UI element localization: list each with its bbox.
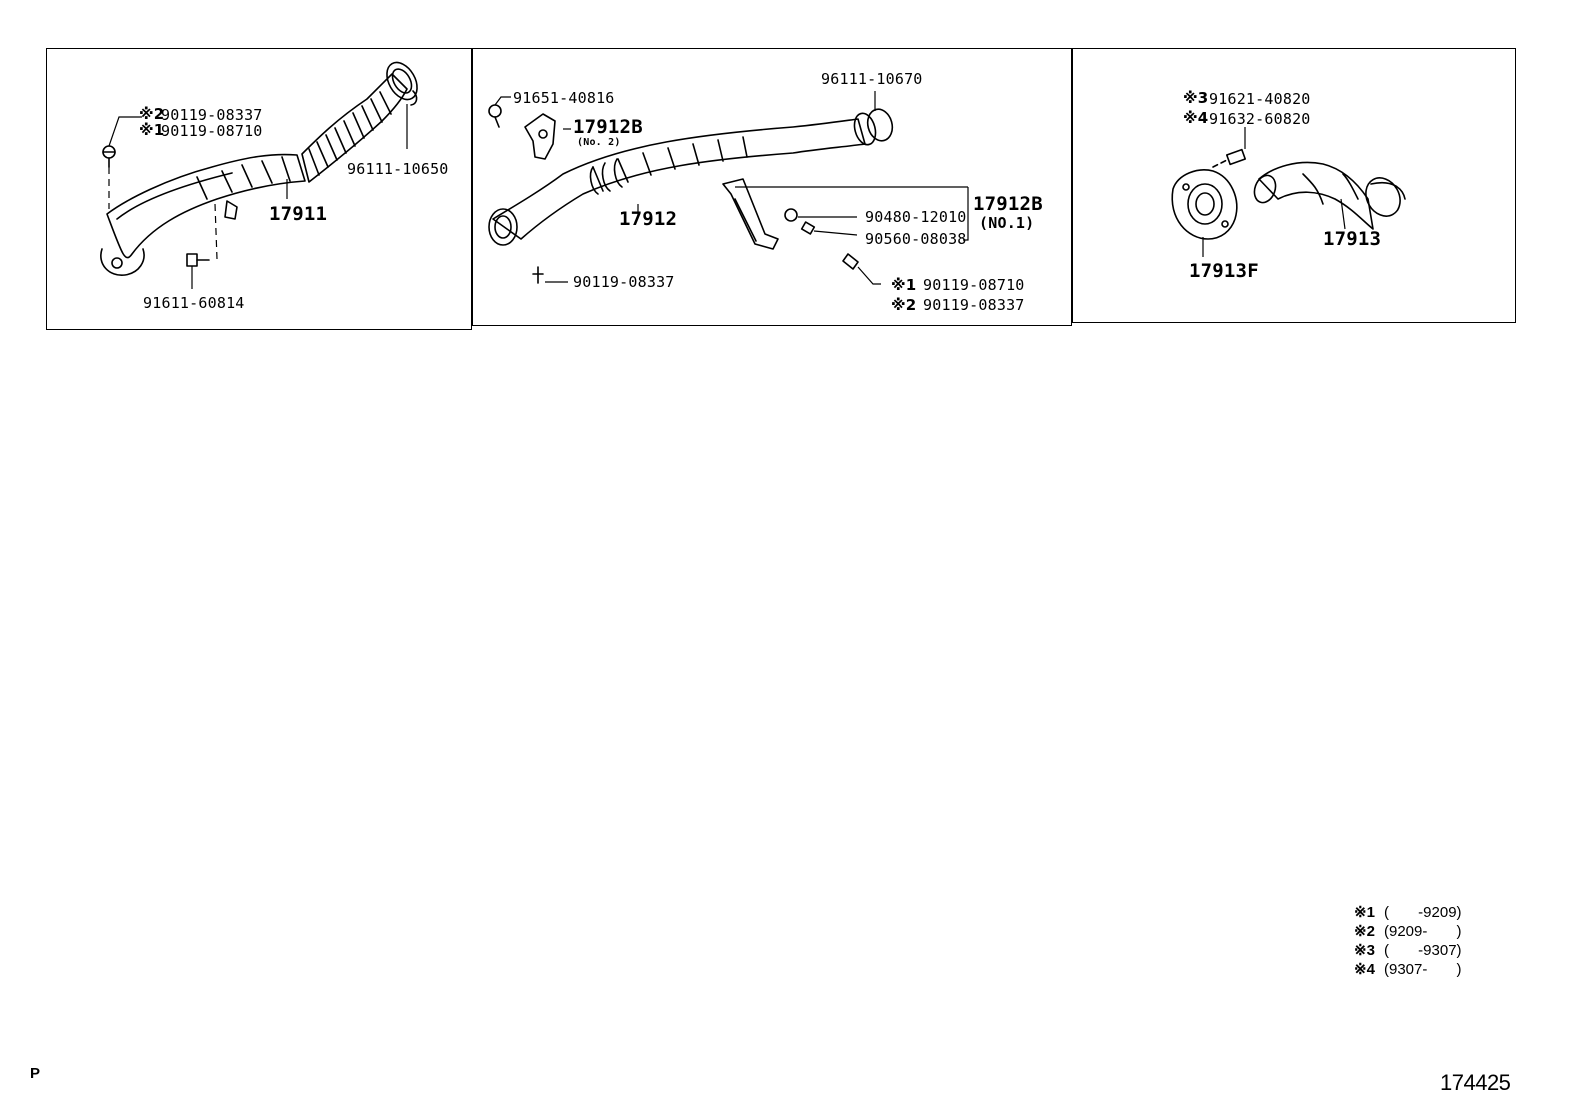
legend-marker: ※3 (1354, 942, 1375, 959)
part-number-label: 90119-08710 (161, 122, 263, 140)
part-number-label: 17911 (269, 203, 328, 225)
part-marker: ※1 (891, 276, 917, 294)
diagram-number: 174425 (1440, 1070, 1511, 1095)
legend-marker: ※4 (1354, 961, 1375, 978)
diagram-panel-right: ※3 91621-40820 ※4 91632-60820 17913 1791… (1072, 48, 1516, 323)
legend-date-range: ( -9209) (1384, 904, 1462, 921)
part-number-label: 17913 (1323, 228, 1382, 250)
part-number-label: 90119-08337 (573, 273, 675, 291)
part-marker: ※2 (891, 296, 917, 314)
part-number-label: 91621-40820 (1209, 90, 1311, 108)
part-number-label: 96111-10670 (821, 70, 923, 88)
part-number-label: 96111-10650 (347, 160, 449, 178)
part-number-label: 90119-08710 (923, 276, 1025, 294)
part-note-label: (NO.1) (979, 214, 1035, 232)
legend-row: ※4 (9307- ) (1354, 960, 1508, 979)
part-number-label: 90119-08337 (923, 296, 1025, 314)
legend-row: ※2 (9209- ) (1354, 922, 1508, 941)
part-marker: ※4 (1183, 109, 1209, 127)
part-number-label: 90560-08038 (865, 230, 967, 248)
part-number-label: 90119-08337 (161, 106, 263, 124)
legend-date-range: ( -9307) (1384, 942, 1462, 959)
part-number-label: 17913F (1189, 260, 1259, 282)
legend-row: ※1 ( -9209) (1354, 903, 1508, 922)
diagram-panel-center: 91651-40816 17912B (No. 2) 96111-10670 1… (472, 48, 1072, 326)
page-letter: P (30, 1065, 41, 1082)
part-number-label: 91651-40816 (513, 89, 615, 107)
legend-row: ※3 ( -9307) (1354, 941, 1508, 960)
legend-marker: ※1 (1354, 904, 1375, 921)
intake-elbow-drawing (1171, 127, 1406, 257)
part-number-label: 90480-12010 (865, 208, 967, 226)
diagram-panel-left: ※2 90119-08337 ※1 90119-08710 96111-1065… (46, 48, 472, 330)
part-number-label: 17912 (619, 208, 678, 230)
production-date-legend: ※1 ( -9209) ※2 (9209- ) ※3 ( -9307) ※4 (… (1354, 903, 1508, 979)
part-number-label: 91611-60814 (143, 294, 245, 312)
part-marker: ※2 (139, 105, 165, 123)
part-marker: ※1 (139, 121, 165, 139)
part-marker: ※3 (1183, 89, 1209, 107)
part-number-label: 91632-60820 (1209, 110, 1311, 128)
part-number-label: 17912B (973, 193, 1043, 215)
legend-marker: ※2 (1354, 923, 1375, 940)
legend-date-range: (9209- ) (1384, 923, 1462, 940)
part-number-label: 17912B (573, 116, 643, 138)
part-note-label: (No. 2) (577, 137, 621, 148)
intake-duct-drawing (100, 61, 418, 289)
air-hose-drawing (488, 91, 969, 285)
legend-date-range: (9307- ) (1384, 961, 1462, 978)
